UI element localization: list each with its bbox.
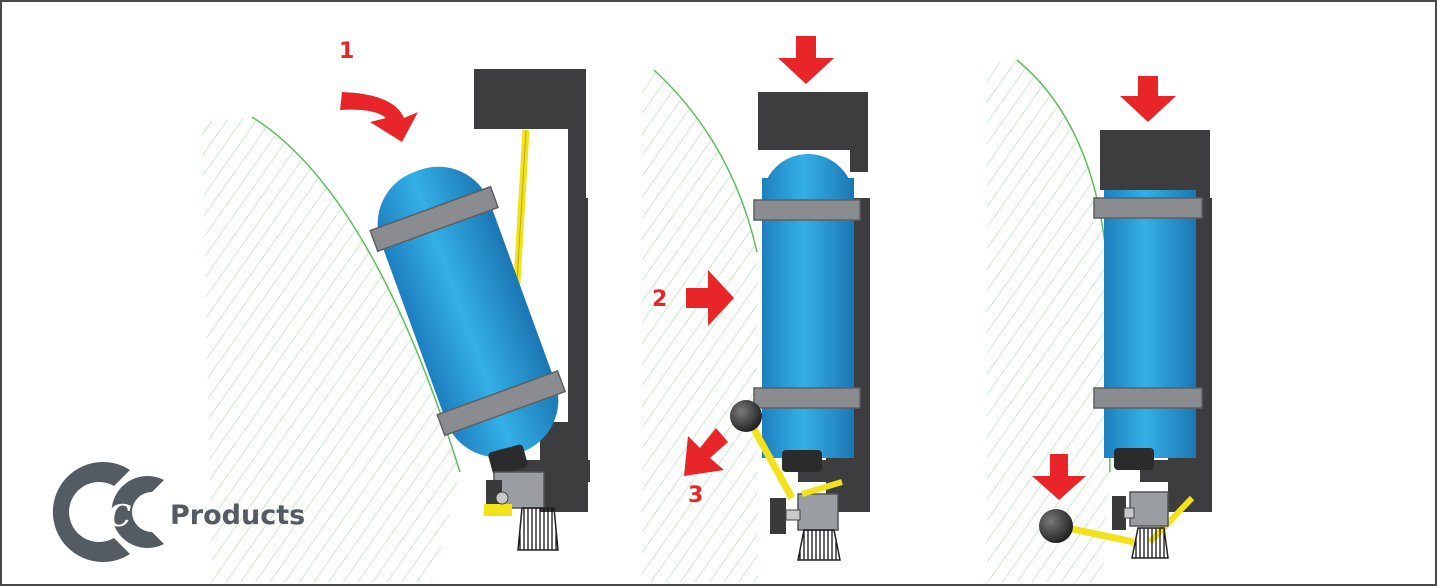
logo-monogram: &C bbox=[80, 499, 131, 534]
strap-1b bbox=[436, 369, 567, 437]
strap-3a bbox=[1093, 197, 1203, 219]
strap-2a bbox=[753, 199, 861, 221]
down-arrow-icon bbox=[1120, 76, 1176, 122]
step-1-label: 1 bbox=[339, 39, 354, 64]
step-3-label: 3 bbox=[688, 483, 703, 508]
strap-2b bbox=[753, 387, 861, 409]
brand-name: Products bbox=[170, 500, 305, 531]
curved-arrow-icon bbox=[340, 92, 418, 142]
strap-1a bbox=[369, 185, 500, 253]
valve-1 bbox=[484, 444, 559, 551]
right-arrow-icon bbox=[686, 270, 734, 326]
wall-2 bbox=[642, 70, 758, 582]
wall-3 bbox=[987, 60, 1110, 582]
panel-1: 1 bbox=[202, 39, 590, 582]
logo-c-mark bbox=[52, 462, 131, 562]
wall-1 bbox=[202, 117, 460, 582]
brand-logo: &C Products bbox=[52, 462, 305, 562]
lever-ball-2 bbox=[730, 400, 762, 432]
valve-2 bbox=[730, 400, 843, 561]
step-2-label: 2 bbox=[652, 287, 667, 312]
down-left-arrow-icon bbox=[684, 428, 728, 476]
valve-arm-2 bbox=[746, 420, 796, 500]
down-arrow-icon bbox=[1032, 454, 1086, 500]
cylinder-1 bbox=[369, 166, 567, 458]
strap-3b bbox=[1093, 387, 1203, 409]
cylinder-3 bbox=[1093, 190, 1203, 458]
panel-3 bbox=[987, 59, 1212, 582]
valve-3 bbox=[1039, 448, 1195, 559]
bracket-3 bbox=[1100, 130, 1212, 512]
down-arrow-icon bbox=[778, 36, 834, 84]
panel-2: 2 3 bbox=[642, 36, 870, 582]
cylinder-2 bbox=[753, 154, 861, 458]
lever-ball-3 bbox=[1039, 509, 1073, 543]
